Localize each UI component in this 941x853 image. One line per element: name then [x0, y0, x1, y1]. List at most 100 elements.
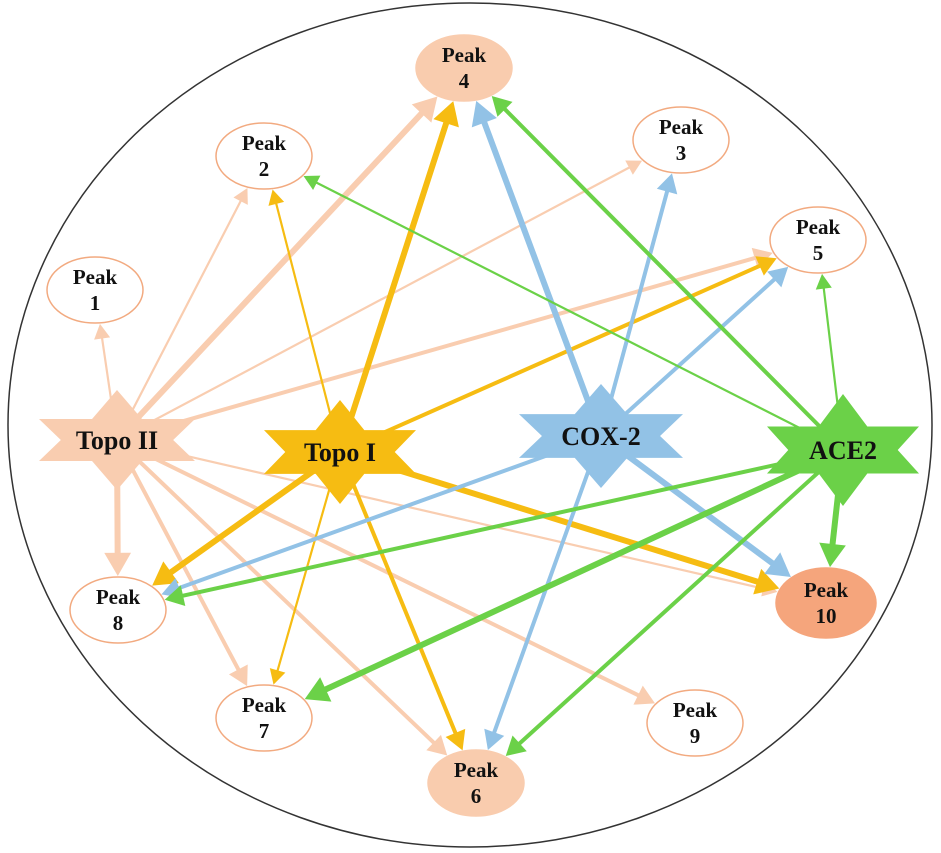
peak-ellipse: [415, 34, 513, 102]
edge-line: [599, 189, 670, 438]
arrowhead: [164, 585, 186, 606]
arrowhead: [505, 735, 527, 757]
target-label: Topo II: [76, 426, 158, 455]
edge-ace2-p6: [505, 448, 845, 757]
arrowhead: [767, 266, 789, 288]
target-label: ACE2: [809, 436, 877, 465]
edge-topo1-p6: [338, 450, 466, 751]
arrowhead: [819, 542, 846, 568]
peak-ellipse: [46, 256, 144, 324]
arrowhead: [633, 685, 656, 705]
peak-label-line2: 3: [676, 141, 687, 165]
peak-label-line2: 4: [459, 69, 470, 93]
peak-ellipse: [215, 684, 313, 752]
arrowhead: [491, 95, 513, 117]
peak-ellipse: [775, 567, 877, 639]
peaks-layer: Peak1Peak2Peak3Peak4Peak5Peak6Peak7Peak8…: [46, 34, 877, 817]
peak-label-line2: 5: [813, 241, 824, 265]
edge-line: [114, 110, 425, 443]
arrowhead: [755, 256, 777, 276]
edge-topo1-p4: [337, 101, 459, 455]
target-star-shape: [39, 390, 195, 490]
target-star-shape: [767, 394, 919, 506]
arrowhead: [656, 173, 678, 195]
edge-line: [322, 447, 846, 693]
peak-label-line1: Peak: [673, 698, 718, 722]
arrowhead: [753, 568, 780, 595]
arrowhead: [268, 189, 285, 206]
target-node-topo2: Topo II: [39, 390, 195, 490]
peak-ellipse: [646, 689, 744, 757]
peak-label-line1: Peak: [454, 758, 499, 782]
peak-label-line2: 7: [259, 719, 270, 743]
edge-line: [115, 256, 757, 442]
edge-cox2-p4: [471, 100, 604, 439]
peak-ellipse: [215, 122, 313, 190]
edge-cox2-p3: [599, 173, 678, 438]
peak-label-line2: 6: [471, 784, 482, 808]
edge-ace2-p7: [304, 447, 846, 702]
edge-line: [115, 438, 436, 745]
target-star-shape: [264, 400, 416, 504]
target-label: COX-2: [561, 422, 640, 451]
edge-ace2-p2: [303, 175, 845, 452]
peak-label-line1: Peak: [73, 265, 118, 289]
arrowhead: [815, 273, 832, 290]
edge-line: [481, 119, 604, 439]
edge-line: [115, 438, 241, 672]
arrowhead: [433, 101, 459, 128]
edge-line: [275, 202, 342, 454]
edge-topo2-p6: [115, 438, 448, 756]
peak-label-line1: Peak: [242, 131, 287, 155]
arrowhead: [104, 552, 132, 577]
peak-label-line1: Peak: [804, 578, 849, 602]
edge-line: [115, 166, 631, 442]
peak-label-line1: Peak: [96, 585, 141, 609]
arrowhead: [94, 323, 111, 340]
arrowhead: [764, 552, 791, 577]
edge-line: [599, 277, 777, 438]
edge-topo2-p7: [115, 438, 248, 687]
target-node-ace2: ACE2: [767, 394, 919, 506]
peak-ellipse: [632, 106, 730, 174]
peak-label-line1: Peak: [442, 43, 487, 67]
arrowhead: [228, 664, 248, 687]
peak-ellipse: [69, 576, 167, 644]
edge-line: [177, 434, 603, 590]
arrowhead: [445, 728, 466, 751]
edge-cox2-p5: [599, 266, 789, 438]
arrowhead: [625, 160, 643, 175]
edge-line: [115, 438, 641, 698]
targets-layer: Topo II Topo I COX-2 ACE2: [39, 384, 919, 506]
edge-topo2-p3: [115, 160, 643, 442]
edge-line: [338, 450, 458, 735]
peak-label-line2: 8: [113, 611, 124, 635]
peak-label-line1: Peak: [659, 115, 704, 139]
arrowhead: [426, 734, 448, 756]
edge-topo2-p2: [115, 187, 248, 442]
edge-topo2-p4: [114, 96, 438, 443]
target-label: Topo I: [304, 438, 376, 467]
peak-label-line1: Peak: [796, 215, 841, 239]
peak-ellipse: [769, 206, 867, 274]
edge-ace2-p4: [491, 95, 845, 452]
arrowhead: [152, 561, 179, 586]
peak-label-line2: 9: [690, 724, 701, 748]
edge-line: [502, 107, 845, 452]
arrowhead: [484, 728, 505, 751]
target-node-topo1: Topo I: [264, 400, 416, 504]
peak-label-line1: Peak: [242, 693, 287, 717]
edge-line: [517, 448, 845, 746]
target-node-cox2: COX-2: [519, 384, 683, 488]
edge-line: [337, 120, 450, 455]
